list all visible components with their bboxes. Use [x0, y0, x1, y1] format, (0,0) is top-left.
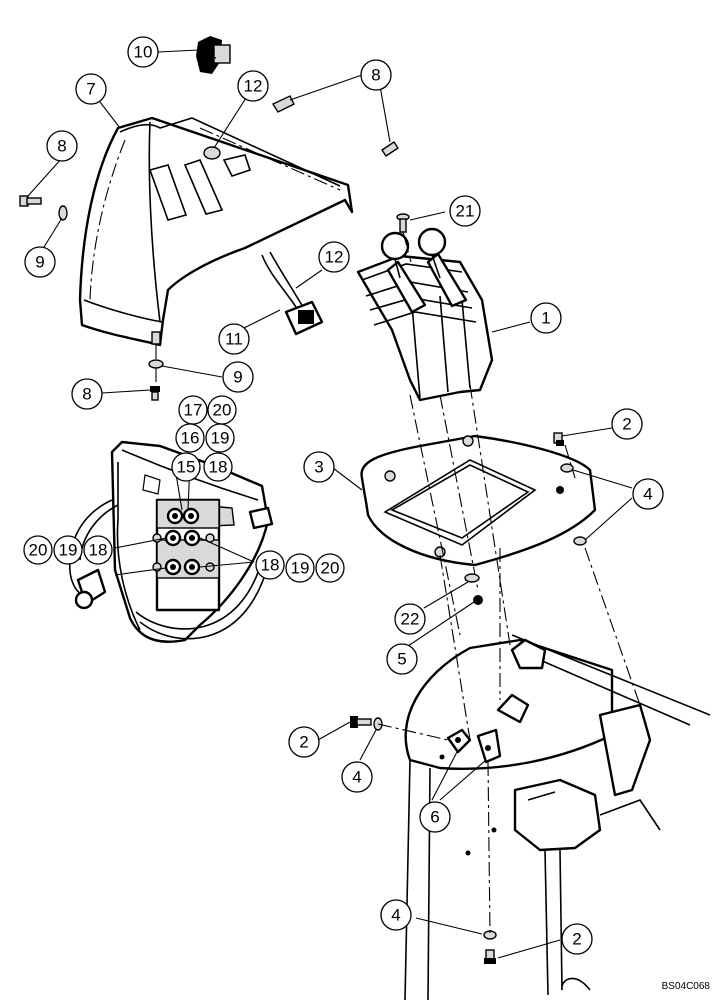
cover-part-7: [78, 116, 354, 347]
svg-text:15: 15: [177, 458, 196, 477]
callout-9-bottom: 9: [222, 361, 254, 393]
svg-text:20: 20: [321, 559, 340, 578]
valve-fitting: [152, 507, 215, 576]
bolt-part-2-bottom: [483, 930, 497, 964]
bolt-part-8-top: [271, 95, 295, 113]
callout-12-lower: 12: [318, 241, 350, 273]
callout-18-right: 18: [255, 550, 285, 580]
callout-16: 16: [175, 423, 205, 453]
svg-text:18: 18: [261, 556, 280, 575]
callout-20-top: 20: [207, 395, 237, 425]
svg-text:12: 12: [325, 248, 344, 267]
control-valve-part-1: [356, 227, 494, 402]
alignment-lines: [155, 231, 641, 936]
callout-17: 17: [178, 395, 208, 425]
callout-18-top: 18: [203, 452, 233, 482]
callout-2-left: 2: [288, 726, 320, 758]
mounting-frame: [404, 634, 711, 1000]
svg-text:18: 18: [209, 458, 228, 477]
callout-4-left: 4: [341, 761, 373, 793]
svg-text:5: 5: [397, 650, 406, 669]
callout-15: 15: [171, 452, 201, 482]
callout-21: 21: [449, 195, 481, 227]
callout-8-left: 8: [46, 130, 78, 162]
callout-19-right: 19: [285, 553, 315, 583]
callout-6: 6: [419, 801, 451, 833]
svg-text:8: 8: [371, 66, 380, 85]
document-code: BS04C068: [661, 981, 710, 992]
bolt-part-2-top: [553, 432, 564, 446]
callout-20-right: 20: [315, 553, 345, 583]
svg-text:16: 16: [181, 429, 200, 448]
svg-text:9: 9: [35, 253, 44, 272]
callout-8-top: 8: [360, 59, 392, 91]
svg-text:6: 6: [430, 808, 439, 827]
svg-text:2: 2: [622, 415, 631, 434]
svg-text:4: 4: [391, 906, 400, 925]
svg-text:8: 8: [82, 385, 91, 404]
svg-text:17: 17: [184, 401, 203, 420]
callout-4-bottom: 4: [380, 899, 412, 931]
callout-19-top: 19: [205, 423, 235, 453]
callout-18-left: 18: [83, 535, 113, 565]
callout-19-left: 19: [53, 535, 83, 565]
callout-10: 10: [127, 36, 159, 68]
nut-part-5: [473, 595, 483, 605]
bracket-part-6: [446, 728, 502, 764]
svg-text:21: 21: [456, 202, 475, 221]
washer-part-22: [464, 573, 480, 583]
washer-part-9-left: [58, 205, 68, 221]
harness-part-11: [261, 251, 324, 336]
callout-22: 22: [394, 603, 426, 635]
callout-8-bottom: 8: [71, 378, 103, 410]
switch-part-10: [196, 36, 231, 74]
callout-3: 3: [303, 451, 335, 483]
svg-text:20: 20: [29, 541, 48, 560]
valve-bracket-assembly: [69, 440, 274, 643]
svg-text:4: 4: [643, 485, 652, 504]
bolt-part-8-left: [19, 195, 42, 207]
svg-text:19: 19: [211, 429, 230, 448]
callout-9-left: 9: [24, 246, 56, 278]
washer-part-9-bottom: [148, 359, 164, 369]
callout-11: 11: [218, 323, 250, 355]
callout-20-left: 20: [23, 535, 53, 565]
svg-text:9: 9: [233, 368, 242, 387]
svg-text:1: 1: [541, 309, 550, 328]
callout-2-bottom: 2: [561, 923, 593, 955]
bolt-part-8-right: [381, 141, 399, 157]
svg-text:7: 7: [86, 80, 95, 99]
bolt-part-8-bottom: [150, 386, 160, 401]
leader-lines: [27, 49, 633, 959]
svg-text:3: 3: [314, 458, 323, 477]
screw-part-21: [396, 213, 410, 233]
callout-5: 5: [386, 643, 418, 675]
svg-text:11: 11: [225, 330, 243, 349]
washer-part-4-upper: [560, 463, 587, 546]
svg-text:2: 2: [299, 733, 308, 752]
svg-text:2: 2: [572, 930, 581, 949]
svg-text:19: 19: [291, 559, 310, 578]
svg-text:4: 4: [352, 768, 361, 787]
callout-4-upper: 4: [632, 478, 664, 510]
mounting-plate-part-3: [360, 434, 597, 567]
svg-text:19: 19: [59, 541, 78, 560]
callout-1: 1: [530, 302, 562, 334]
callout-2-upper: 2: [611, 408, 643, 440]
svg-text:22: 22: [401, 610, 420, 629]
callout-12-upper: 12: [237, 70, 269, 102]
svg-text:10: 10: [134, 43, 153, 62]
bolt-part-2-left: [350, 716, 383, 731]
callout-7: 7: [75, 73, 107, 105]
svg-text:8: 8: [57, 137, 66, 156]
svg-text:20: 20: [213, 401, 232, 420]
svg-text:12: 12: [244, 77, 263, 96]
svg-text:18: 18: [89, 541, 108, 560]
